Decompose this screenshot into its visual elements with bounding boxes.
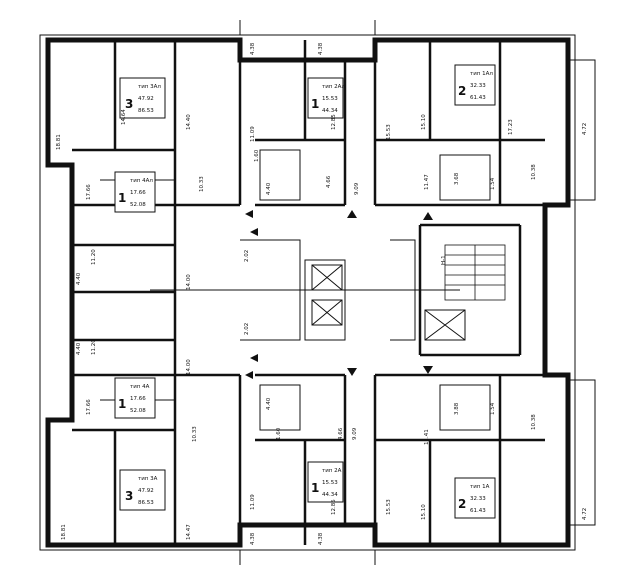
room-area: 14.47 bbox=[186, 524, 192, 540]
room-area: 1.60 bbox=[254, 149, 260, 162]
room-area: 9.09 bbox=[354, 182, 360, 195]
entry-markers bbox=[245, 210, 433, 379]
room-area: 18.81 bbox=[56, 134, 62, 150]
unit-label-ml1: 1 тип 4Ал 17.66 52.08 bbox=[114, 171, 156, 213]
svg-text:3: 3 bbox=[125, 97, 133, 111]
room-area: 11.47 bbox=[424, 174, 430, 190]
svg-text:1: 1 bbox=[311, 97, 319, 111]
unit-label-tr: 2 тип 1Ал 32.33 61.43 bbox=[454, 64, 496, 106]
room-area: 4.38 bbox=[250, 42, 256, 55]
svg-text:17.66: 17.66 bbox=[130, 190, 146, 196]
svg-text:47.92: 47.92 bbox=[138, 488, 154, 494]
room-area: 3.68 bbox=[454, 172, 460, 185]
svg-text:52.08: 52.08 bbox=[130, 408, 146, 414]
svg-text:тип 3Ал: тип 3Ал bbox=[138, 84, 161, 90]
room-area: 4.66 bbox=[326, 175, 332, 188]
svg-text:3: 3 bbox=[125, 489, 133, 503]
room-area: 4.72 bbox=[582, 508, 588, 520]
room-area: 14.00 bbox=[186, 274, 192, 290]
room-area: 4.72 bbox=[582, 123, 588, 135]
room-area: 14.64 bbox=[121, 109, 127, 125]
svg-text:32.33: 32.33 bbox=[470, 83, 486, 89]
room-area: 15.10 bbox=[421, 504, 427, 520]
room-area: 17.66 bbox=[86, 399, 92, 415]
room-area: 4.38 bbox=[318, 532, 324, 545]
svg-text:1: 1 bbox=[118, 397, 126, 411]
room-area: 12.85 bbox=[331, 499, 337, 515]
svg-text:86.53: 86.53 bbox=[138, 108, 154, 114]
room-area: 4.40 bbox=[266, 182, 272, 195]
svg-text:17.66: 17.66 bbox=[130, 396, 146, 402]
svg-text:47.92: 47.92 bbox=[138, 96, 154, 102]
svg-text:тип 4А: тип 4А bbox=[130, 384, 150, 390]
room-area: 9.09 bbox=[352, 427, 358, 440]
svg-text:32.33: 32.33 bbox=[470, 496, 486, 502]
room-area: 4.38 bbox=[318, 42, 324, 55]
room-area: 11.20 bbox=[91, 339, 97, 355]
svg-text:2: 2 bbox=[458, 84, 466, 98]
room-area-labels: 18.81 14.64 14.40 11.09 4.38 4.38 12.85 … bbox=[56, 42, 588, 545]
room-area: 4.40 bbox=[76, 272, 82, 285]
room-area: 14.40 bbox=[186, 114, 192, 130]
room-area: 11.20 bbox=[91, 249, 97, 265]
room-area: 17.66 bbox=[86, 184, 92, 200]
elevator-shafts bbox=[311, 264, 466, 341]
svg-text:2: 2 bbox=[458, 497, 466, 511]
room-area: 11.09 bbox=[250, 494, 256, 510]
room-area: 1.60 bbox=[276, 427, 282, 440]
svg-text:1: 1 bbox=[311, 481, 319, 495]
room-area: 11.09 bbox=[250, 126, 256, 142]
svg-text:15.53: 15.53 bbox=[322, 96, 338, 102]
unit-label-tm: 1 тип 2Ал 15.53 44.34 bbox=[307, 77, 345, 119]
room-area: Н-1 bbox=[441, 255, 447, 265]
svg-text:тип 3А: тип 3А bbox=[138, 476, 158, 482]
room-area: 1.54 bbox=[490, 402, 496, 415]
svg-text:86.53: 86.53 bbox=[138, 500, 154, 506]
room-area: 2.02 bbox=[244, 323, 250, 335]
unit-label-tl: 3 тип 3Ал 47.92 86.53 bbox=[119, 77, 166, 119]
room-area: 15.53 bbox=[386, 499, 392, 515]
svg-text:тип 1А: тип 1А bbox=[470, 484, 490, 490]
room-area: 10.38 bbox=[531, 164, 537, 180]
thin-walls bbox=[100, 149, 491, 431]
svg-text:15.53: 15.53 bbox=[322, 480, 338, 486]
svg-text:44.34: 44.34 bbox=[322, 108, 338, 114]
room-area: 1.54 bbox=[490, 177, 496, 190]
svg-text:52.08: 52.08 bbox=[130, 202, 146, 208]
room-area: 4.40 bbox=[266, 397, 272, 410]
room-area: 4.38 bbox=[250, 532, 256, 545]
svg-text:тип 2Ал: тип 2Ал bbox=[322, 84, 345, 90]
room-area: 12.85 bbox=[331, 114, 337, 130]
unit-label-bm: 1 тип 2А 15.53 44.34 bbox=[307, 461, 344, 503]
unit-label-bl: 3 тип 3А 47.92 86.53 bbox=[119, 469, 166, 511]
room-area: 15.53 bbox=[386, 124, 392, 140]
outer-walls bbox=[45, 37, 571, 548]
svg-text:тип 1Ал: тип 1Ал bbox=[470, 71, 493, 77]
svg-text:61.43: 61.43 bbox=[470, 508, 486, 514]
room-area: 18.81 bbox=[61, 524, 67, 540]
svg-text:тип 2А: тип 2А bbox=[322, 468, 342, 474]
room-area: 4.40 bbox=[76, 342, 82, 355]
svg-text:1: 1 bbox=[118, 191, 126, 205]
room-area: 4.66 bbox=[338, 427, 344, 440]
svg-text:тип 4Ал: тип 4Ал bbox=[130, 178, 153, 184]
room-area: 10.33 bbox=[192, 426, 198, 442]
svg-text:61.43: 61.43 bbox=[470, 95, 486, 101]
room-area: 10.38 bbox=[531, 414, 537, 430]
room-area: 11.41 bbox=[424, 429, 430, 445]
unit-label-ml2: 1 тип 4А 17.66 52.08 bbox=[114, 377, 156, 419]
staircase bbox=[444, 244, 506, 301]
room-area: 15.10 bbox=[421, 114, 427, 130]
room-area: 3.88 bbox=[454, 402, 460, 415]
outer-wall-detail bbox=[39, 20, 596, 565]
room-area: 17.23 bbox=[508, 119, 514, 135]
svg-text:44.34: 44.34 bbox=[322, 492, 338, 498]
interior-walls bbox=[72, 40, 545, 545]
unit-label-br: 2 тип 1А 32.33 61.43 bbox=[454, 477, 496, 519]
room-area: 14.00 bbox=[186, 359, 192, 375]
room-area: 10.33 bbox=[199, 176, 205, 192]
room-area: 2.02 bbox=[244, 250, 250, 262]
